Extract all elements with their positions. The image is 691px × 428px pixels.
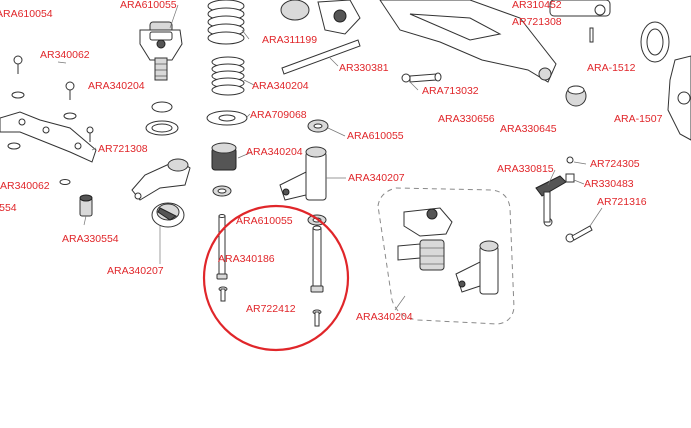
part-label: ARA340204 bbox=[88, 80, 145, 92]
servo-saver-arm bbox=[131, 158, 191, 201]
bearing-bushing bbox=[211, 142, 237, 171]
leader-lines bbox=[57, 4, 603, 311]
servo-washers-part bbox=[145, 101, 179, 136]
part-label: ARA340186 bbox=[218, 253, 275, 265]
rod-end-link bbox=[535, 156, 593, 243]
coil-spring-lower bbox=[211, 56, 245, 96]
part-label: AR721308 bbox=[512, 16, 562, 28]
suspension-arm bbox=[379, 0, 611, 83]
part-label: ARA610055 bbox=[347, 130, 404, 142]
cup-bearing bbox=[565, 85, 587, 107]
part-labels: ARA610054 ARA610055 AR310452 AR340062 AR… bbox=[0, 0, 663, 323]
part-label: ARA330645 bbox=[500, 123, 557, 135]
part-label: AR340062 bbox=[40, 49, 90, 61]
small-pin-part bbox=[401, 72, 442, 83]
left-small-hardware bbox=[7, 55, 94, 217]
part-label: ARA330815 bbox=[497, 163, 554, 175]
bellcrank-post bbox=[279, 146, 327, 201]
part-label: AR330483 bbox=[584, 178, 634, 190]
part-label: ARA340204 bbox=[356, 311, 413, 323]
part-label: AR722412 bbox=[246, 303, 296, 315]
part-label: ARA330554 bbox=[0, 202, 17, 214]
part-label: ARA-1507 bbox=[614, 113, 663, 125]
part-label: AR340062 bbox=[0, 180, 50, 192]
part-label: ARA340207 bbox=[348, 172, 405, 184]
part-label: ARA-1512 bbox=[587, 62, 636, 74]
part-label: ARA610054 bbox=[0, 8, 53, 20]
part-label: ARA330656 bbox=[438, 113, 495, 125]
steering-link-arm bbox=[0, 111, 97, 163]
part-label: ARA311199 bbox=[262, 34, 317, 46]
large-washer bbox=[206, 110, 248, 126]
part-label: ARA709068 bbox=[250, 109, 307, 121]
part-label: ARA713032 bbox=[422, 85, 479, 97]
part-label: ARA340207 bbox=[107, 265, 164, 277]
servo-saver-spring-hub bbox=[151, 202, 185, 228]
part-label: ARA340204 bbox=[246, 146, 303, 158]
servo-saver-horn-part bbox=[139, 21, 183, 81]
small-bearing bbox=[212, 185, 232, 197]
part-label: ARA330554 bbox=[62, 233, 119, 245]
o-ring-seal bbox=[640, 21, 670, 63]
pivot-bearing-upper bbox=[307, 119, 329, 133]
part-label: AR310452 bbox=[512, 0, 562, 11]
upper-gearbox-part bbox=[280, 0, 361, 35]
small-pin-right bbox=[589, 27, 594, 43]
part-label: AR330381 bbox=[339, 62, 389, 74]
part-label: ARA340204 bbox=[252, 80, 309, 92]
part-label: ARA610055 bbox=[236, 215, 293, 227]
highlight-circle bbox=[202, 204, 350, 352]
assembly-dashed-outline bbox=[377, 187, 515, 325]
part-label: AR721308 bbox=[98, 143, 148, 155]
part-label: AR721316 bbox=[597, 196, 647, 208]
assembled-bellcrank bbox=[397, 207, 499, 295]
coil-spring-top bbox=[207, 0, 245, 45]
steering-knuckle bbox=[667, 55, 691, 141]
long-pin-shaft bbox=[281, 39, 361, 75]
part-label: AR724305 bbox=[590, 158, 640, 170]
part-label: ARA610055 bbox=[120, 0, 177, 11]
